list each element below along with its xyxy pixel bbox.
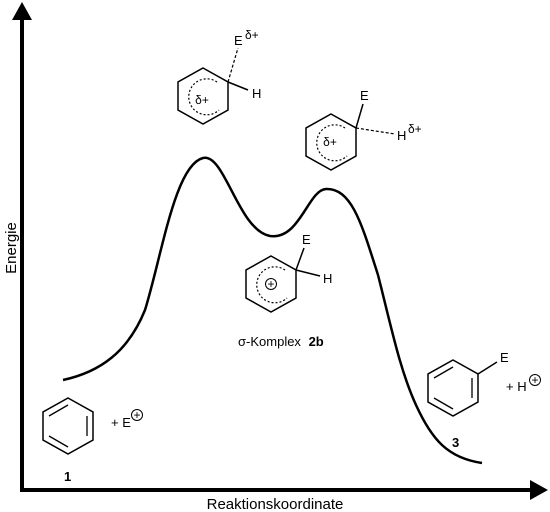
hydrogen-label: H xyxy=(252,86,261,101)
charge-circle xyxy=(131,409,143,421)
energy-curve xyxy=(62,156,483,465)
c-e-bond xyxy=(355,103,364,129)
electrophile-charge: + xyxy=(133,408,140,422)
substituent-e: E xyxy=(500,350,509,365)
product-number: 3 xyxy=(452,435,459,450)
substituent-e: E xyxy=(302,232,311,247)
proton-text: + H xyxy=(506,379,527,394)
c-e-bond xyxy=(295,247,305,271)
delocalized-arc xyxy=(188,78,220,116)
intermediate-label-id: 2b xyxy=(309,334,324,349)
charge-circle xyxy=(265,278,277,290)
x-axis-label: Reaktionskoordinate xyxy=(207,496,344,512)
sigma-complex: + E H xyxy=(245,232,332,313)
delocalized-arc xyxy=(256,266,288,304)
reactant-number: 1 xyxy=(64,469,71,484)
y-axis-arrowhead xyxy=(12,2,32,20)
proton-charge: + xyxy=(531,373,538,387)
double-bond xyxy=(48,435,69,448)
charge-circle xyxy=(529,374,541,386)
double-bond xyxy=(433,397,454,410)
electrophile: + E + xyxy=(111,408,143,430)
product: E 3 xyxy=(427,350,509,450)
delocalized-arc xyxy=(316,124,348,162)
substituent-e: E xyxy=(360,88,369,103)
hydrogen-label: H xyxy=(323,271,332,286)
c-h-bond xyxy=(227,81,249,91)
hydrogen-charge: δ+ xyxy=(408,122,422,136)
c-h-bond xyxy=(295,269,321,277)
electrophile-text: + E xyxy=(111,415,131,430)
proton: + H + xyxy=(506,373,541,394)
reactant-benzene: 1 xyxy=(42,397,94,484)
partial-bond xyxy=(355,127,396,135)
x-axis-arrowhead xyxy=(530,480,548,500)
substituent-e: E xyxy=(234,33,243,48)
benzene-ring xyxy=(427,359,479,417)
transition-state-2: δ+ E H δ+ xyxy=(305,88,422,171)
ring-charge: + xyxy=(267,277,274,291)
axes: Reaktionskoordinate Energie xyxy=(3,2,548,512)
substituent-charge: δ+ xyxy=(245,28,259,42)
c-e-bond xyxy=(477,361,498,375)
ring-charge: δ+ xyxy=(323,135,337,149)
hydrogen-label: H xyxy=(397,128,406,143)
benzene-ring xyxy=(42,397,94,455)
intermediate-label-prefix: σ-Komplex xyxy=(238,334,301,349)
double-bond xyxy=(433,366,454,379)
partial-bond xyxy=(227,47,239,83)
y-axis-label: Energie xyxy=(3,222,20,274)
transition-state-1: δ+ E δ+ H xyxy=(177,28,261,125)
intermediate-label: σ-Komplex 2b xyxy=(238,334,324,349)
ring-charge: δ+ xyxy=(195,93,209,107)
double-bond xyxy=(48,404,69,417)
